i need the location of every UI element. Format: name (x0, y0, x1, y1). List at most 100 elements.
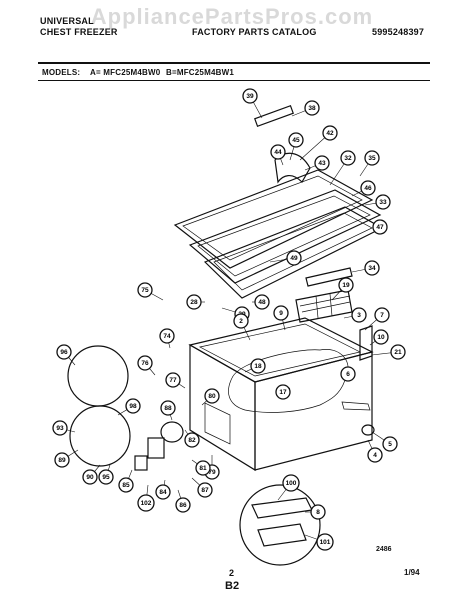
callout-circle (351, 307, 367, 323)
callout-number: 48 (258, 299, 266, 306)
callout-circle (322, 125, 338, 141)
gasket-and-basket (295, 267, 353, 323)
model-b: B=MFC25M4BW1 (166, 68, 234, 77)
callout-circle (125, 398, 141, 414)
callout-circle (137, 282, 153, 298)
callout-82: 82 (184, 429, 200, 448)
callout-circle (270, 144, 286, 160)
callout-number: 95 (102, 474, 110, 481)
callout-number: 79 (208, 469, 216, 476)
callout-number: 86 (179, 502, 187, 509)
brand-name: UNIVERSAL (40, 16, 94, 26)
callout-76: 76 (137, 355, 156, 376)
callout-circle (184, 432, 200, 448)
callout-number: 88 (164, 405, 172, 412)
callout-circle (374, 307, 390, 323)
callout-42: 42 (299, 125, 338, 161)
drawing-number: 2486 (376, 546, 392, 553)
callout-number: 8 (316, 509, 320, 516)
callout-number: 38 (308, 105, 316, 112)
callout-circle (360, 180, 376, 196)
callout-number: 49 (290, 255, 298, 262)
header-rule-bottom (38, 80, 430, 81)
callout-number: 44 (274, 149, 282, 156)
callout-5: 5 (371, 431, 398, 452)
callout-84: 84 (155, 479, 171, 500)
model-a: A= MFC25M4BW0 (90, 68, 161, 77)
callout-number: 80 (208, 393, 216, 400)
callout-circle (137, 494, 155, 512)
callout-87: 87 (191, 477, 213, 498)
callout-circle (56, 344, 72, 360)
callout-number: 5 (388, 441, 392, 448)
callout-circle (288, 132, 304, 148)
callout-circle (118, 477, 134, 493)
callout-circle (204, 388, 220, 404)
header-rule-top (38, 62, 430, 64)
callout-17: 17 (275, 384, 291, 400)
compressor-assembly (134, 421, 184, 471)
callout-number: 2 (239, 318, 243, 325)
callout-number: 33 (379, 199, 387, 206)
callout-circle (338, 277, 354, 293)
callout-circle (286, 250, 302, 266)
callout-21: 21 (371, 344, 406, 360)
callout-circle (282, 474, 300, 492)
callout-circle (186, 294, 202, 310)
callout-48: 48 (252, 294, 270, 310)
callout-circle (275, 384, 291, 400)
callout-circle (273, 305, 289, 321)
callout-circle (82, 469, 98, 485)
callout-circle (160, 400, 176, 416)
callout-number: 6 (346, 371, 350, 378)
callout-number: 74 (163, 333, 171, 340)
callout-number: 3 (357, 312, 361, 319)
callout-number: 9 (279, 310, 283, 317)
callout-number: 98 (129, 403, 137, 410)
callout-circle (382, 436, 398, 452)
callout-number: 82 (188, 437, 196, 444)
callout-number: 43 (318, 160, 326, 167)
callout-90: 90 (82, 464, 101, 485)
callout-number: 39 (246, 93, 254, 100)
callout-39: 39 (242, 88, 263, 119)
callout-number: 89 (58, 457, 66, 464)
callout-95: 95 (98, 464, 114, 485)
callout-number: 84 (159, 489, 167, 496)
callout-44: 44 (270, 144, 286, 166)
callout-47: 47 (367, 219, 388, 235)
callout-93: 93 (52, 420, 76, 436)
callout-circle (52, 420, 68, 436)
callout-circle (233, 313, 249, 329)
callout-circle (372, 219, 388, 235)
callout-10: 10 (369, 329, 389, 346)
callout-number: 17 (279, 389, 287, 396)
product-name: CHEST FREEZER (40, 27, 118, 37)
callout-number: 101 (320, 539, 331, 546)
callout-2: 2 (233, 313, 251, 341)
callout-85: 85 (118, 469, 134, 493)
callout-circle (155, 484, 171, 500)
callout-circle (137, 355, 153, 371)
detail-insets (67, 345, 321, 566)
callout-32: 32 (329, 150, 356, 186)
callout-circle (165, 372, 181, 388)
callout-75: 75 (137, 282, 164, 301)
callout-number: 28 (190, 299, 198, 306)
callout-circle (375, 194, 391, 210)
callout-80: 80 (201, 388, 220, 406)
callout-49: 49 (269, 250, 302, 266)
callout-19: 19 (331, 277, 354, 301)
callout-circle (242, 88, 258, 104)
callout-number: 102 (141, 500, 152, 507)
callout-102: 102 (137, 484, 155, 512)
callout-35: 35 (359, 150, 380, 177)
callout-circle (310, 504, 326, 520)
callout-77: 77 (165, 372, 186, 389)
callout-number: 77 (169, 377, 177, 384)
document-number: 5995248397 (372, 27, 425, 37)
callout-number: 47 (376, 224, 384, 231)
watermark: AppliancePartsPros.com (90, 4, 374, 29)
callout-circle (54, 452, 70, 468)
